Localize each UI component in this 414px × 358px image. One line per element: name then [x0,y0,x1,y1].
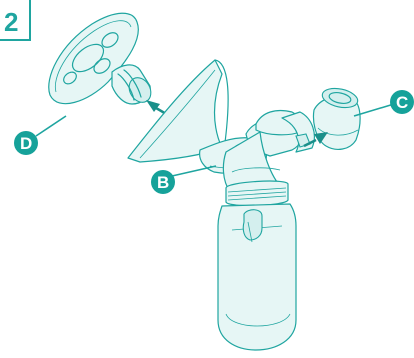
callout-b: B [151,170,175,194]
callout-d: D [14,131,38,155]
step-number: 2 [4,7,18,37]
milk-bottle [217,203,297,351]
leader-d [35,115,67,137]
bottle-collar [225,180,289,207]
callout-c-label: C [396,93,408,112]
callout-d-label: D [20,134,32,153]
step-number-box: 2 [0,0,31,41]
leader-b [171,165,217,177]
massage-insert-part-d [48,12,152,105]
callout-b-label: B [157,173,169,192]
leader-c [353,103,395,117]
pump-body [222,109,315,193]
valve-arrow [303,132,328,148]
callout-c: C [390,90,414,114]
